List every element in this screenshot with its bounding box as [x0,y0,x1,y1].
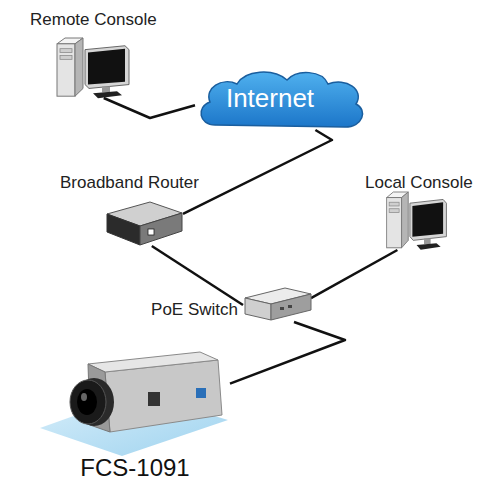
router-side [140,213,182,245]
camera-side [105,360,222,432]
device-node: FCS-1091 [62,348,230,450]
device-node: Remote Console [55,38,130,98]
device-label: Remote Console [30,10,200,30]
computer-icon [387,192,447,250]
switch-led [288,305,292,308]
cloud-node: Internet [195,68,367,130]
router-front [107,214,140,245]
device-node: Local Console [385,192,447,250]
router-port [148,229,154,235]
switch-led [280,307,284,310]
network-cable [311,250,397,298]
network-cable [104,98,195,118]
computer-icon [57,38,129,98]
network-label: Internet [195,70,345,126]
camera-glass [77,389,97,415]
device-label: Local Console [365,173,495,193]
device-label: FCS-1091 [51,454,219,482]
network-cable [152,246,243,305]
camera-panel [148,392,160,406]
device-label: PoE Switch [138,300,238,320]
network-cable [230,322,345,384]
camera-lens [70,380,106,424]
device-node: Broadband Router [105,200,183,246]
lens-highlight [81,393,87,401]
switch-side [271,294,311,320]
device-label: Broadband Router [60,173,260,193]
device-node: PoE Switch [243,288,311,322]
network-cable [183,130,332,214]
switch-front [245,298,271,320]
camera-logo [196,388,206,398]
camera-top [88,352,218,372]
